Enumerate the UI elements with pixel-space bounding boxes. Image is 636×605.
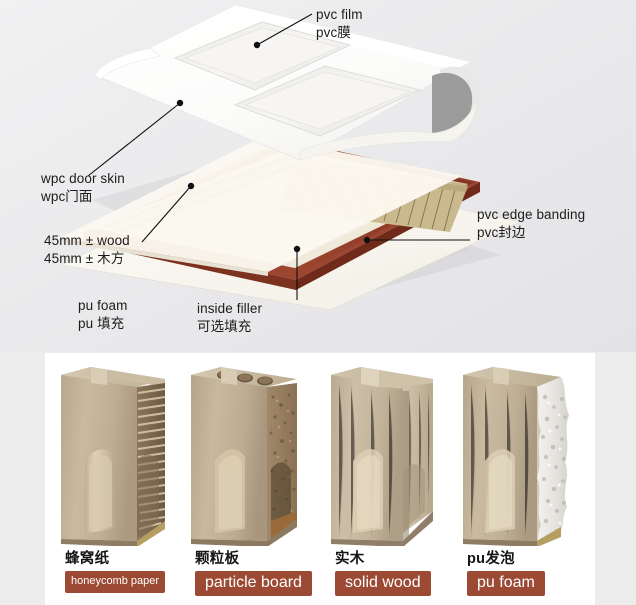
layer-pvc-film xyxy=(94,4,481,161)
callout-inside-filler-en: inside filler xyxy=(197,301,263,316)
honeycomb-paper-sample-image xyxy=(61,367,166,546)
callout-wpc-door-skin: wpc door skin wpc门面 xyxy=(41,170,125,206)
layer-wpc-door-skin xyxy=(60,137,462,276)
callout-wood-45mm-en: 45mm ± wood xyxy=(44,233,130,248)
callout-wpc-door-skin-cn: wpc门面 xyxy=(41,189,93,204)
sample-particle-board: 颗粒板 particle board xyxy=(185,361,313,605)
leader-dot-wood-45mm xyxy=(187,182,195,190)
exploded-door-diagram: pvc film pvc膜 wpc door skin wpc门面 45mm ±… xyxy=(0,0,636,352)
sample-honeycomb-paper: 蜂窝纸 honeycomb paper xyxy=(55,361,183,605)
callout-wood-45mm-cn: 45mm ± 木方 xyxy=(44,251,125,266)
callout-pvc-film-cn: pvc膜 xyxy=(316,25,351,40)
sample-badge-particle-board: particle board xyxy=(195,571,312,596)
sample-solid-wood: 实木 solid wood xyxy=(325,361,453,605)
leader-dot-pvc-film xyxy=(253,41,261,49)
leader-lines xyxy=(87,13,470,300)
particle-board-sample-image xyxy=(191,367,297,546)
samples-panel: 蜂窝纸 honeycomb paper xyxy=(45,353,595,605)
callout-wpc-door-skin-en: wpc door skin xyxy=(41,171,125,186)
callout-pvc-film: pvc film pvc膜 xyxy=(316,6,363,42)
callout-inside-filler-cn: 可选填充 xyxy=(197,319,252,334)
leader-dots xyxy=(176,41,371,253)
sample-badge-solid-wood: solid wood xyxy=(335,571,431,596)
leader-dot-pvc-edge-banding xyxy=(363,236,371,244)
sample-label-cn-honeycomb-paper: 蜂窝纸 xyxy=(65,551,110,567)
callout-pu-foam: pu foam pu 填充 xyxy=(78,297,127,333)
callout-pvc-edge-banding-en: pvc edge banding xyxy=(477,207,586,222)
door-layers-illustration xyxy=(0,0,636,352)
leader-dot-inside-filler xyxy=(293,245,301,253)
solid-wood-sample-image xyxy=(331,367,433,546)
callout-inside-filler: inside filler 可选填充 xyxy=(197,300,262,336)
sample-badge-honeycomb-paper: honeycomb paper xyxy=(65,571,166,593)
callout-wood-45mm: 45mm ± wood 45mm ± 木方 xyxy=(44,232,130,268)
callout-pvc-film-en: pvc film xyxy=(316,7,363,22)
sample-label-cn-pu-foam: pu发泡 xyxy=(467,551,515,567)
sample-pu-foam: pu发泡 pu foam xyxy=(457,361,585,605)
sample-label-cn-particle-board: 颗粒板 xyxy=(195,551,240,567)
leader-dot-wpc-door-skin xyxy=(176,99,184,107)
pu-foam-sample-image xyxy=(463,367,569,546)
callout-pu-foam-en: pu foam xyxy=(78,298,128,313)
callout-pu-foam-cn: pu 填充 xyxy=(78,316,125,331)
callout-pvc-edge-banding: pvc edge banding pvc封边 xyxy=(477,206,585,242)
callout-pvc-edge-banding-cn: pvc封边 xyxy=(477,225,526,240)
core-material-samples-section: 蜂窝纸 honeycomb paper xyxy=(0,352,636,605)
sample-badge-pu-foam: pu foam xyxy=(467,571,545,596)
sample-label-cn-solid-wood: 实木 xyxy=(335,551,365,567)
